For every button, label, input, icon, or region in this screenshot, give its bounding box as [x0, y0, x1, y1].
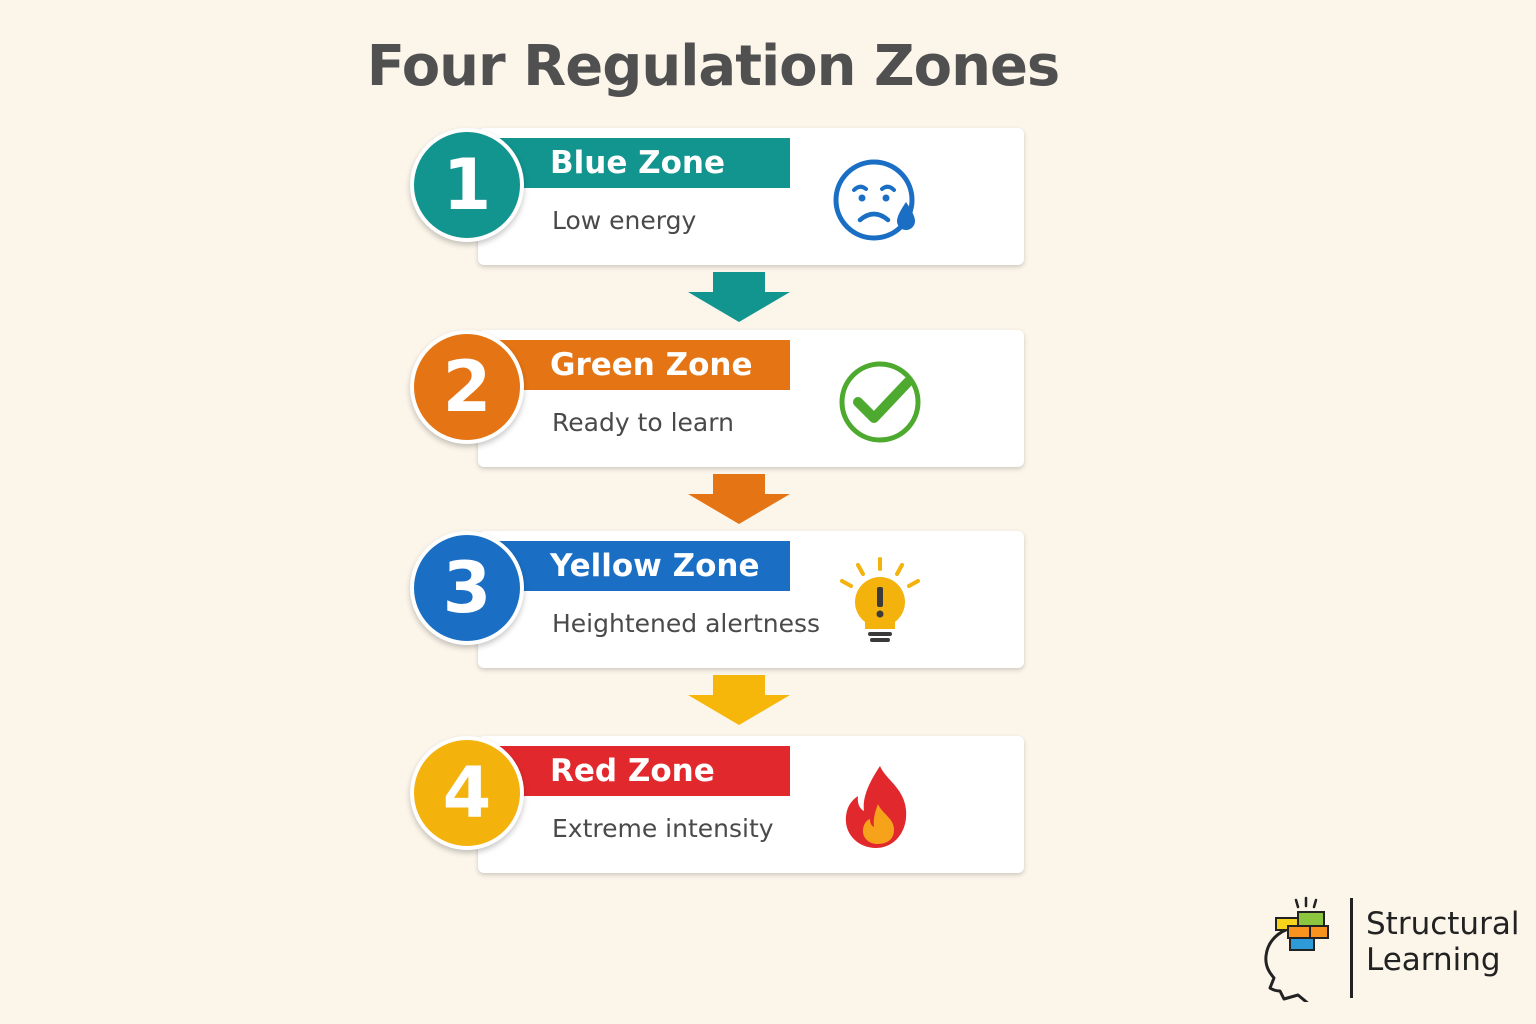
- zone-description-red: Extreme intensity: [552, 814, 774, 843]
- zone-number-1: 1: [410, 128, 524, 242]
- zone-banner-yellow: Yellow Zone: [478, 541, 790, 591]
- structural-learning-logo: [1264, 896, 1329, 1002]
- down-arrow-icon: [688, 272, 790, 322]
- zone-description-yellow: Heightened alertness: [552, 609, 821, 638]
- down-arrow-icon: [688, 474, 790, 524]
- zone-description-green: Ready to learn: [552, 408, 734, 437]
- sad-tear-face-icon: [833, 159, 915, 241]
- zone-description-blue: Low energy: [552, 206, 697, 235]
- page-title: Four Regulation Zones: [366, 34, 1061, 99]
- logo-divider: [1350, 898, 1353, 998]
- logo-line-1: Structural: [1366, 906, 1520, 942]
- zone-number-4: 4: [410, 736, 524, 850]
- zone-banner-green: Green Zone: [478, 340, 790, 390]
- logo-wordmark: Structural Learning: [1366, 906, 1519, 978]
- zone-banner-red: Red Zone: [478, 746, 790, 796]
- zone-card-blue: Blue Zone Low energy: [478, 128, 1024, 265]
- zone-card-green: Green Zone Ready to learn: [478, 330, 1024, 467]
- flame-icon: [845, 766, 907, 848]
- lightbulb-exclamation-icon: [840, 557, 920, 642]
- zone-banner-blue: Blue Zone: [478, 138, 790, 188]
- zone-number-2: 2: [410, 330, 524, 444]
- zone-number-3: 3: [410, 531, 524, 645]
- zone-card-red: Red Zone Extreme intensity: [478, 736, 1024, 873]
- logo-line-2: Learning: [1366, 942, 1501, 978]
- zone-card-yellow: Yellow Zone Heightened alertness: [478, 531, 1024, 668]
- checkmark-circle-icon: [839, 361, 921, 443]
- down-arrow-icon: [688, 675, 790, 725]
